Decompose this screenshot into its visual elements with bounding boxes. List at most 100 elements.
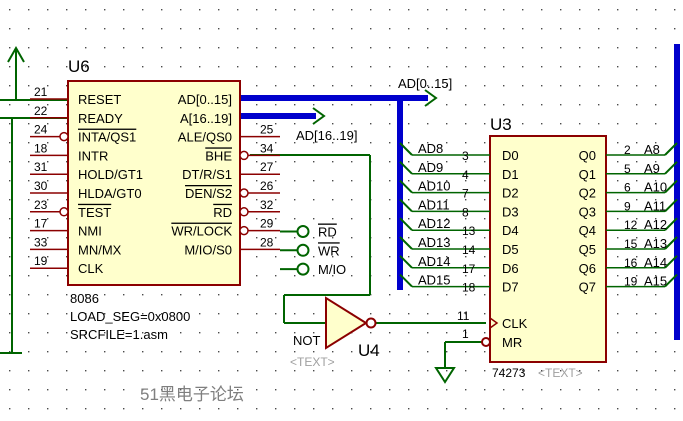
u6-left-pin-num: 24 [34,123,48,137]
u6-left-pin-name: HOLD/GT1 [78,167,143,182]
u3-input-num: 18 [462,281,476,295]
u3-input-net: AD10 [418,179,451,194]
u3-text-placeholder: <TEXT> [538,366,583,380]
u6-right-pin-name: RD [213,205,232,220]
u6-left-pin-num: 17 [34,217,48,231]
u3-input-pin: D5 [502,242,519,257]
u3-output-net: A9 [644,161,660,176]
bus-entry [399,161,413,175]
u3-output-pin: Q1 [579,167,596,182]
terminal-label: M/IO [318,262,346,277]
u6-right-pin-num: 32 [260,198,274,212]
u6-left-pin-name: NMI [78,224,102,239]
u6-left-pin-num: 31 [34,160,48,174]
u6-right-pin-bubble [239,225,249,236]
u6-left-pin-bubble [59,131,69,142]
bus-entry [664,179,678,194]
u3-mr-num: 1 [462,327,469,341]
u3-output-num: 19 [624,275,638,289]
u6-right-pin-name: WR/LOCK [171,224,232,239]
terminal-label: WR [318,243,340,258]
u6-left-pin-num: 18 [34,141,48,155]
u3-input-pin: D1 [502,167,519,182]
bus-entry [664,217,678,231]
bus-label-a: AD[16..19] [296,128,357,143]
u3-mr-pin: MR [502,335,522,350]
u6-ref: U6 [68,57,90,76]
bus-entry [399,142,413,156]
u3-output-pin: Q2 [579,186,596,201]
u6-left-pin-num: 30 [34,179,48,193]
u3-input-net: AD14 [418,254,451,269]
u3-output-net: A12 [644,217,667,232]
u6-right-pin-num: 34 [260,141,274,155]
u3-input-num: 4 [462,168,469,182]
bus-label-ad: AD[0..15] [398,76,452,91]
u6-left-pin-num: 33 [34,235,48,249]
u3-input-pin: D7 [502,280,519,295]
u6-right-pin-bubble [239,188,249,198]
watermark: 51黑电子论坛 [140,385,244,404]
u3-output-net: A14 [644,255,667,270]
u6-left-pin-name: RESET [78,92,121,107]
u3-output-pin: Q5 [579,242,596,257]
u3-input-net: AD8 [418,141,443,156]
u6-right-pin-name: A[16..19] [180,111,232,126]
u6-8086[interactable]: U6 8086 LOAD_SEG=0x0800 SRCFILE=1.asm 21… [30,57,280,342]
u6-right-pin-num: 27 [260,160,274,174]
u4-text-placeholder: <TEXT> [290,355,335,369]
bus-entry [664,198,678,213]
u6-left-pin-name: TEST [78,205,111,220]
u3-output-num: 5 [624,162,631,176]
u6-left-pin-name: INTR [78,148,108,163]
u3-output-num: 2 [624,143,631,157]
u6-prop-srcfile: SRCFILE=1.asm [70,327,168,342]
u6-right-pin-name: AD[0..15] [178,92,232,107]
u3-output-pin: Q6 [579,261,596,276]
u3-output-pin: Q0 [579,148,596,163]
u6-left-pin-num: 22 [34,104,48,118]
u3-part: 74273 [492,366,526,380]
terminal-connector [296,243,310,257]
terminal-label: RD [318,225,337,240]
u6-prop-load-seg: LOAD_SEG=0x0800 [70,309,190,324]
u3-output-net: A11 [644,198,666,213]
power-terminal [7,45,25,63]
u3-output-num: 16 [624,256,638,270]
u6-left-pin-num: 19 [34,254,48,268]
u3-output-pin: Q7 [579,280,596,295]
u3-input-net: AD9 [418,160,443,175]
u3-output-net: A13 [644,236,667,251]
u6-right-pin-num: 26 [260,179,274,193]
u3-output-num: 6 [624,181,631,195]
u3-input-net: AD11 [418,197,450,212]
u3-input-num: 14 [462,243,476,257]
u3-input-num: 17 [462,262,476,276]
u6-right-pin-bubble [239,207,249,217]
u6-right-pin-name: ALE/QS0 [178,130,232,145]
u6-left-pin-bubble [59,207,69,217]
u3-input-num: 8 [462,205,469,219]
u3-input-num: 3 [462,149,469,163]
u3-output-num: 15 [624,237,638,251]
u3-input-num: 13 [462,224,476,238]
u6-left-pin-name: CLK [78,261,104,276]
signal-terminals: RD WR M/IO [280,225,346,277]
u3-output-num: 12 [624,218,638,232]
u3-input-num: 7 [462,187,469,201]
u3-ref: U3 [490,115,512,134]
u3-input-net: AD12 [418,216,451,231]
u6-left-pin-name: READY [78,111,123,126]
bus-entry [664,142,678,156]
u6-left-pin-num: 21 [34,85,48,99]
u6-part: 8086 [70,291,99,306]
u3-output-num: 9 [624,199,631,213]
bus-entry [399,273,413,288]
u6-left-pin-name: INTA/QS1 [78,130,136,145]
u4-not-gate[interactable]: NOT <TEXT> U4 [290,296,380,369]
u6-right-pin-name: DT/R/S1 [182,167,232,182]
